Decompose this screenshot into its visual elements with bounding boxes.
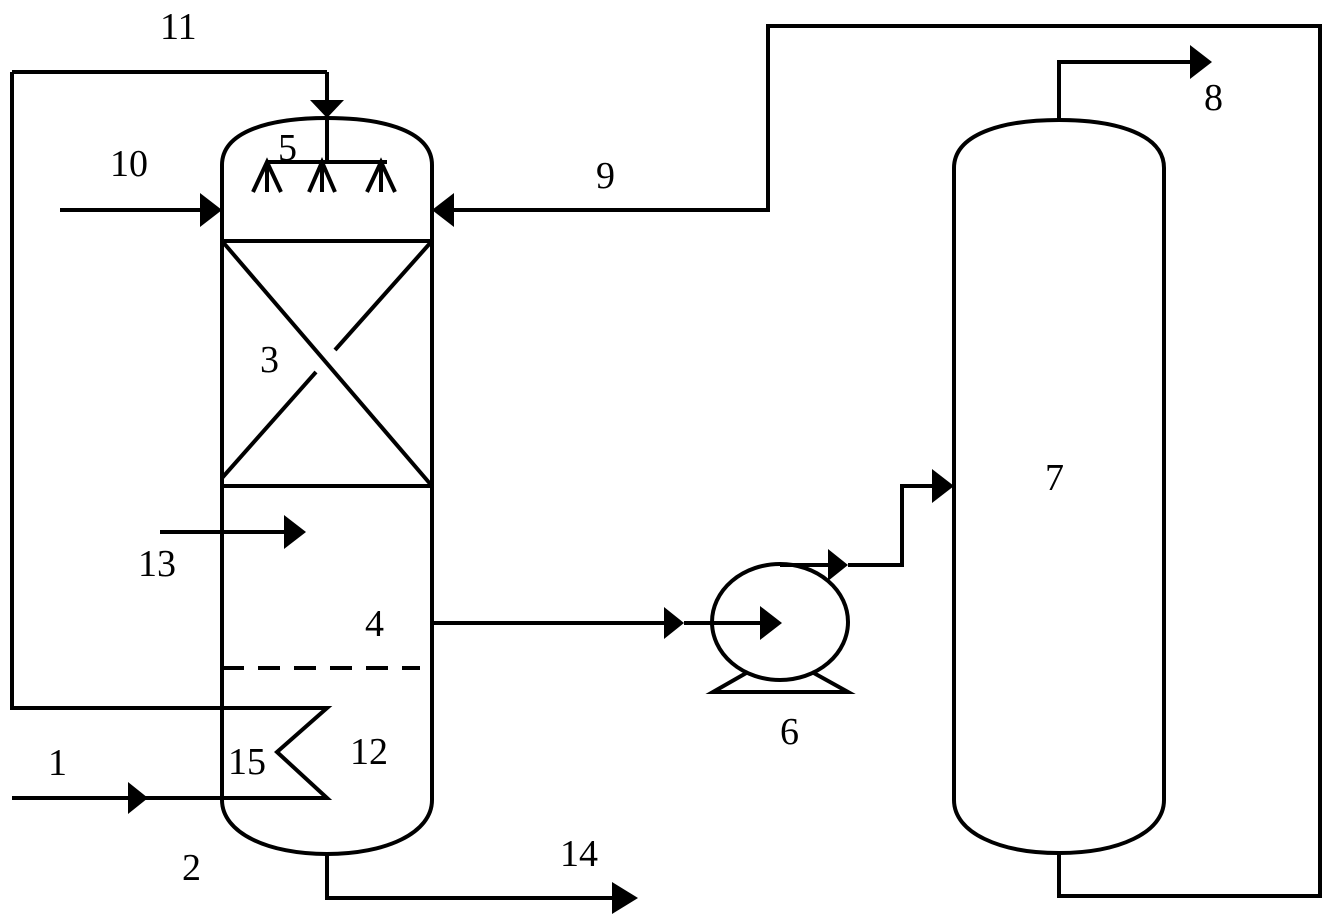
label-3: 3 <box>260 339 279 381</box>
product-8-arrow-icon <box>1190 45 1212 79</box>
pump-discharge-arrow-icon <box>828 549 848 581</box>
coil-loop-line <box>10 72 333 800</box>
label-11: 11 <box>160 6 197 48</box>
return-9-line <box>454 24 1322 898</box>
column-feed-arrow-icon <box>932 469 954 503</box>
feed-13-stream <box>160 515 306 549</box>
feed-13-arrow-icon <box>284 515 306 549</box>
label-9: 9 <box>596 155 615 197</box>
column-feed-line <box>848 484 932 567</box>
spray-distributor <box>12 70 397 193</box>
column-shell <box>952 117 1166 856</box>
pump <box>705 469 954 694</box>
bottom-outlet-line <box>325 854 612 900</box>
label-13: 13 <box>138 543 176 585</box>
label-7: 7 <box>1045 457 1064 499</box>
top-vapor-line <box>1057 60 1190 120</box>
pump-inner-arrow-icon <box>760 606 782 640</box>
label-5: 5 <box>278 127 297 169</box>
label-15: 15 <box>228 741 266 783</box>
label-4: 4 <box>365 603 384 645</box>
feed-10-stream <box>60 193 222 227</box>
tower-shell <box>220 115 434 857</box>
packing-diagonal-b-upper <box>333 239 434 352</box>
tower-vessel <box>220 115 638 914</box>
pump-suction-arrow-icon <box>664 607 684 639</box>
label-12: 12 <box>350 731 388 773</box>
heating-coil <box>10 72 333 814</box>
column-vessel <box>432 24 1322 898</box>
label-8: 8 <box>1204 77 1223 119</box>
label-10: 10 <box>110 143 148 185</box>
outlet-14-arrow-icon <box>612 882 638 914</box>
packing-diagonal-a <box>220 239 434 488</box>
pump-base-stand <box>705 670 856 694</box>
return-9-arrow-icon <box>432 193 454 227</box>
label-2: 2 <box>182 847 201 889</box>
feed-10-arrow-icon <box>200 193 222 227</box>
label-14: 14 <box>560 833 598 875</box>
feed-1-arrow-icon <box>128 782 148 814</box>
label-6: 6 <box>780 711 799 753</box>
packing-diagonal-b-lower <box>220 370 318 480</box>
pump-suction-stream <box>432 607 760 639</box>
feed-11-arrow-icon <box>310 100 344 118</box>
label-1: 1 <box>48 742 67 784</box>
